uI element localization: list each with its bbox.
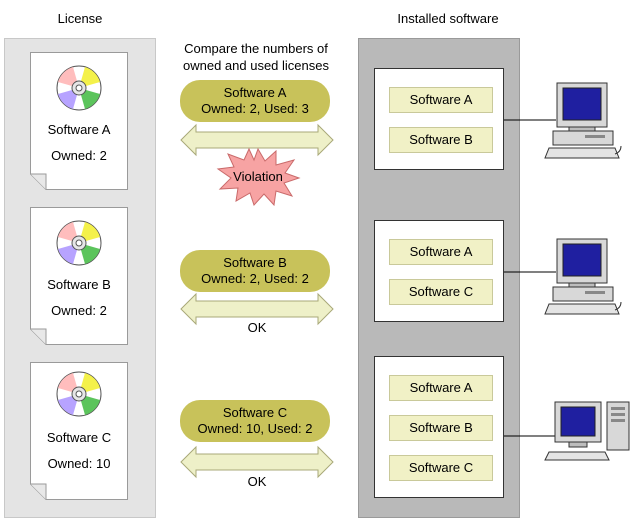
license-owned-count: Owned: 10: [47, 456, 111, 471]
document-shape: [30, 207, 128, 345]
violation-burst: Violation: [216, 147, 301, 207]
installed-software-header: Installed software: [397, 11, 499, 26]
comparison-counts: Owned: 10, Used: 2: [197, 421, 313, 436]
cd-icon: [56, 220, 102, 266]
compare-note-line-2: owned and used licenses: [183, 58, 329, 73]
installed-software-item: Software C: [389, 279, 493, 305]
installed-software-item: Software A: [389, 87, 493, 113]
comparison-pill-b: Software B Owned: 2, Used: 2: [180, 250, 330, 292]
burst-icon: [216, 147, 301, 207]
license-software-name: Software A: [47, 122, 111, 137]
installed-box-1: Software A Software B: [374, 68, 504, 170]
comparison-software-name: Software B: [223, 255, 287, 270]
compare-note-line-1: Compare the numbers of: [184, 41, 328, 56]
computer-icon: [544, 82, 622, 159]
comparison-counts: Owned: 2, Used: 3: [201, 101, 309, 116]
installed-software-item: Software A: [389, 239, 493, 265]
computer-icon: [544, 238, 622, 315]
computer-tower-icon: [544, 401, 630, 461]
license-document-b: Software B Owned: 2: [30, 207, 128, 345]
license-software-name: Software B: [47, 277, 111, 292]
installed-box-3: Software A Software B Software C: [374, 356, 504, 498]
license-software-name: Software C: [46, 430, 112, 445]
license-owned-count: Owned: 2: [51, 303, 107, 318]
comparison-pill-c: Software C Owned: 10, Used: 2: [180, 400, 330, 442]
comparison-software-name: Software C: [222, 405, 288, 420]
installed-box-2: Software A Software C: [374, 220, 504, 322]
cd-icon: [56, 65, 102, 111]
comparison-status-b: OK: [247, 320, 267, 335]
installed-software-item: Software B: [389, 127, 493, 153]
license-document-a: Software A Owned: 2: [30, 52, 128, 190]
document-shape: [30, 362, 128, 500]
license-header: License: [57, 11, 103, 26]
installed-software-item: Software A: [389, 375, 493, 401]
comparison-software-name: Software A: [223, 85, 287, 100]
installed-software-item: Software C: [389, 455, 493, 481]
document-shape: [30, 52, 128, 190]
installed-software-item: Software B: [389, 415, 493, 441]
license-owned-count: Owned: 2: [51, 148, 107, 163]
double-arrow-icon: [180, 123, 334, 157]
comparison-counts: Owned: 2, Used: 2: [201, 271, 309, 286]
double-arrow-icon: [180, 292, 334, 326]
cd-icon: [56, 371, 102, 417]
violation-label: Violation: [233, 169, 283, 184]
comparison-status-c: OK: [247, 474, 267, 489]
license-document-c: Software C Owned: 10: [30, 362, 128, 500]
compare-note: Compare the numbers of owned and used li…: [166, 40, 346, 74]
comparison-pill-a: Software A Owned: 2, Used: 3: [180, 80, 330, 122]
double-arrow-icon: [180, 445, 334, 479]
